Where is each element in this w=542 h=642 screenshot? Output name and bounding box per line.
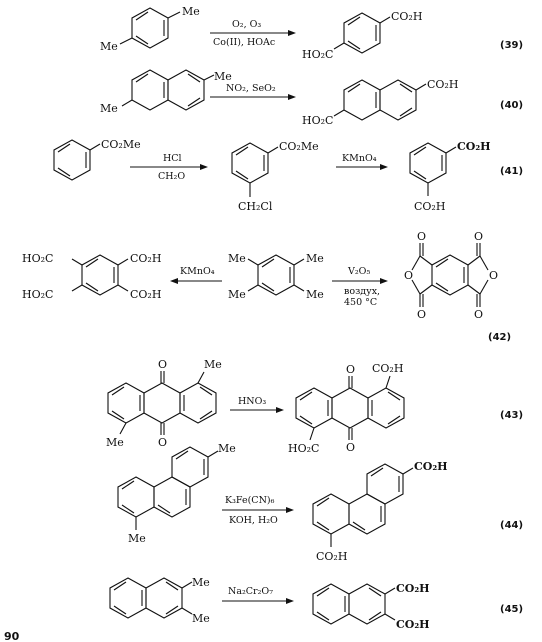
carboxyl-label: HO₂C: [302, 48, 333, 61]
oxygen-label: O: [346, 363, 355, 376]
reagent-label: воздух,: [344, 286, 380, 297]
methyl-label: Me: [182, 5, 200, 18]
methyl-label: Me: [106, 436, 124, 449]
oxygen-label: O: [158, 358, 167, 371]
methyl-label: Me: [204, 358, 222, 371]
reagent-label: V₂O₅: [347, 266, 370, 277]
dimethylnaphthalene-structure: Me Me: [109, 576, 210, 625]
carboxyl-label: HO₂C: [288, 442, 319, 455]
oxygen-label: O: [346, 441, 355, 454]
methyl-label: Me: [228, 288, 246, 301]
reaction-45: Me Me Na₂Cr₂O₇ CO₂H CO₂H (45): [109, 576, 523, 631]
arrowhead: [380, 278, 388, 284]
naphthalene-dicarboxylic-acid-structure: CO₂H CO₂H: [312, 582, 430, 631]
carboxyl-label: CO₂H: [391, 10, 422, 23]
arrowhead: [286, 598, 294, 604]
carboxyl-label: CO₂H: [316, 550, 347, 563]
chloromethyl-label: CH₂Cl: [238, 200, 273, 213]
methyl-label: Me: [100, 102, 118, 115]
carboxyl-label: CO₂H: [396, 582, 430, 595]
arrowhead: [286, 507, 294, 513]
reagent-label: KMnO₄: [342, 153, 377, 164]
reaction-43: O O Me Me HNO₃ O O CO₂H HO₂C: [106, 358, 523, 455]
carboxyl-label: CO₂H: [130, 288, 161, 301]
carboxyl-label: CO₂H: [414, 200, 445, 213]
oxygen-label: O: [417, 230, 426, 243]
chloromethyl-ester-structure: CO₂Me CH₂Cl: [231, 140, 319, 213]
methyl-label: Me: [306, 288, 324, 301]
oxygen-label: O: [474, 230, 483, 243]
arrowhead: [288, 30, 296, 36]
phenanthrene-dicarboxylic-acid-structure: CO₂H CO₂H: [312, 460, 448, 563]
carboxyl-label: CO₂H: [414, 460, 448, 473]
reaction-39: Me Me O₂, O₃ Co(II), HOAc CO₂H HO₂C (39): [100, 5, 523, 61]
carboxyl-label: CO₂H: [396, 618, 430, 631]
oxygen-label: O: [158, 436, 167, 449]
reagent-label: HNO₃: [238, 396, 266, 407]
carboxyl-label: CO₂H: [457, 140, 491, 153]
anthraquinone-dicarboxylic-acid-structure: O O CO₂H HO₂C: [288, 362, 405, 455]
methyl-label: Me: [192, 612, 210, 625]
dimethylphenanthrene-structure: Me Me: [117, 442, 236, 545]
arrowhead: [170, 278, 178, 284]
oxygen-label: O: [489, 269, 498, 282]
reaction-41: CO₂Me HCl CH₂O CO₂Me CH₂Cl KMnO₄ CO₂H CO: [53, 138, 523, 213]
reaction-40: Me Me NO₂, SeO₂ CO₂H HO₂C (40): [100, 69, 523, 127]
carboxyl-label: HO₂C: [22, 252, 53, 265]
page-number: 90: [4, 630, 20, 642]
arrowhead: [380, 164, 388, 170]
equation-number: (44): [500, 520, 523, 531]
dimethylnaphthalene-structure: Me Me: [100, 69, 232, 115]
reagent-label: K₃Fe(CN)₆: [225, 495, 275, 506]
equation-number: (43): [500, 410, 523, 421]
reagent-label: KOH, H₂O: [229, 515, 278, 526]
ester-label: CO₂Me: [279, 140, 319, 153]
equation-number: (45): [500, 604, 523, 615]
methyl-label: Me: [228, 252, 246, 265]
reagent-label: NO₂, SeO₂: [226, 83, 276, 94]
oxygen-label: O: [474, 308, 483, 321]
reagent-label: KMnO₄: [180, 266, 215, 277]
reagent-label: 450 °C: [344, 297, 377, 308]
arrowhead: [288, 94, 296, 100]
methyl-label: Me: [192, 576, 210, 589]
carboxyl-label: HO₂C: [22, 288, 53, 301]
pyromellitic-acid-structure: HO₂C CO₂H HO₂C CO₂H: [22, 252, 161, 301]
equation-number: (39): [500, 40, 523, 51]
carboxyl-label: CO₂H: [372, 362, 403, 375]
isophthalic-acid-structure: CO₂H CO₂H: [409, 140, 491, 213]
equation-number: (42): [488, 332, 511, 343]
arrowhead: [276, 407, 284, 413]
reaction-42: HO₂C CO₂H HO₂C CO₂H KMnO₄ Me Me Me Me V₂…: [22, 230, 511, 343]
reaction-44: Me Me K₃Fe(CN)₆ KOH, H₂O CO₂H CO₂H (44): [117, 442, 523, 563]
oxygen-label: O: [417, 308, 426, 321]
carboxyl-label: CO₂H: [427, 78, 458, 91]
oxygen-label: O: [404, 269, 413, 282]
pyromellitic-dianhydride-structure: O O O O O O: [404, 230, 498, 321]
reagent-label: O₂, O₃: [232, 19, 261, 30]
ester-label: CO₂Me: [101, 138, 141, 151]
dimethylanthraquinone-structure: O O Me Me: [106, 358, 222, 449]
methyl-label: Me: [218, 442, 236, 455]
reagent-label: HCl: [163, 153, 182, 164]
methyl-label: Me: [214, 70, 232, 83]
methyl-label: Me: [306, 252, 324, 265]
methyl-benzoate-structure: CO₂Me: [53, 138, 141, 181]
reagent-label: Na₂Cr₂O₇: [228, 586, 273, 597]
naphthalenedicarboxylic-acid-structure: CO₂H HO₂C: [302, 78, 458, 127]
reagent-label: CH₂O: [158, 171, 185, 182]
methyl-label: Me: [128, 532, 146, 545]
equation-number: (41): [500, 166, 523, 177]
terephthalic-acid-structure: CO₂H HO₂C: [302, 10, 422, 61]
arrowhead: [200, 164, 208, 170]
equation-number: (40): [500, 100, 523, 111]
p-xylene-structure: Me Me: [100, 5, 200, 53]
reagent-label: Co(II), HOAc: [213, 37, 275, 48]
carboxyl-label: CO₂H: [130, 252, 161, 265]
carboxyl-label: HO₂C: [302, 114, 333, 127]
durene-structure: Me Me Me Me: [228, 252, 324, 301]
methyl-label: Me: [100, 40, 118, 53]
